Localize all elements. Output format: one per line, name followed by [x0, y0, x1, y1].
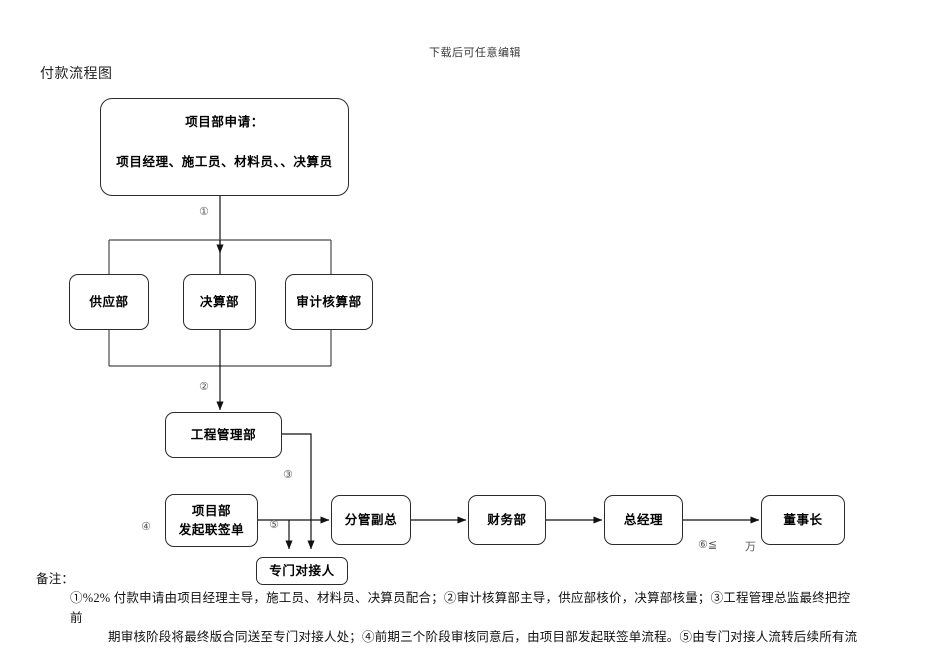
- node-apply-members: 项目经理、施工员、材料员、、决算员: [116, 154, 333, 170]
- remarks-line-2: 期审核阶段将最终版合同送至专门对接人处；④前期三个阶段审核同意后，由项目部发起联…: [108, 630, 858, 645]
- node-vicegm-label: 分管副总: [344, 511, 398, 527]
- node-gm-label: 总经理: [623, 511, 664, 527]
- page-title: 付款流程图: [40, 67, 113, 82]
- wire-engmgmt-to-contact: [282, 433, 315, 550]
- node-audit-label: 审计核算部: [296, 293, 362, 309]
- node-engineering-management-dept[interactable]: 工程管理部: [165, 412, 282, 458]
- node-general-manager[interactable]: 总经理: [604, 495, 683, 545]
- step-marker-6: ⑥≦: [698, 538, 718, 551]
- remarks-line-1-wrap: 前: [70, 610, 83, 625]
- node-engmgmt-label: 工程管理部: [190, 426, 257, 442]
- node-project-dept-joint-signature[interactable]: 项目部 发起联签单: [165, 494, 258, 547]
- node-vice-general-manager[interactable]: 分管副总: [331, 495, 411, 545]
- node-jointdoc-label-line2: 发起联签单: [178, 521, 245, 537]
- step-marker-1: ①: [199, 205, 209, 218]
- node-contact-label: 专门对接人: [269, 562, 335, 578]
- node-settlement-label: 决算部: [199, 293, 240, 309]
- node-settlement-dept[interactable]: 决算部: [183, 274, 256, 330]
- node-chairman[interactable]: 董事长: [761, 495, 845, 545]
- node-finance-label: 财务部: [487, 511, 527, 527]
- wire-split-bar: [108, 239, 332, 274]
- remarks-label: 备注：: [36, 572, 75, 586]
- node-audit-accounting-dept[interactable]: 审计核算部: [285, 274, 373, 330]
- node-project-dept-application[interactable]: 项目部申请： 项目经理、施工员、材料员、、决算员: [100, 98, 349, 196]
- step-marker-5: ⑤: [269, 518, 279, 531]
- step-marker-6-unit: 万: [745, 540, 756, 553]
- node-dedicated-contact-person[interactable]: 专门对接人: [256, 557, 348, 585]
- node-apply-title: 项目部申请：: [185, 114, 264, 129]
- step-marker-2: ②: [199, 380, 209, 393]
- node-supply-label: 供应部: [89, 293, 129, 309]
- remarks-line-1: ①%2% 付款申请由项目经理主导，施工员、材料员、决算员配合；②审计核算部主导，…: [70, 591, 851, 606]
- node-chairman-label: 董事长: [783, 511, 823, 527]
- step-marker-3: ③: [283, 468, 293, 481]
- remarks-block: 备注： ①%2% 付款申请由项目经理主导，施工员、材料员、决算员配合；②审计核算…: [36, 570, 936, 648]
- document-header-note: 下载后可任意编辑: [429, 47, 521, 59]
- node-finance-dept[interactable]: 财务部: [468, 495, 546, 545]
- node-supply-dept[interactable]: 供应部: [69, 274, 149, 330]
- wire-merge-bar: [108, 330, 332, 367]
- node-jointdoc-label-line1: 项目部: [191, 503, 232, 519]
- step-marker-4: ④: [141, 520, 151, 533]
